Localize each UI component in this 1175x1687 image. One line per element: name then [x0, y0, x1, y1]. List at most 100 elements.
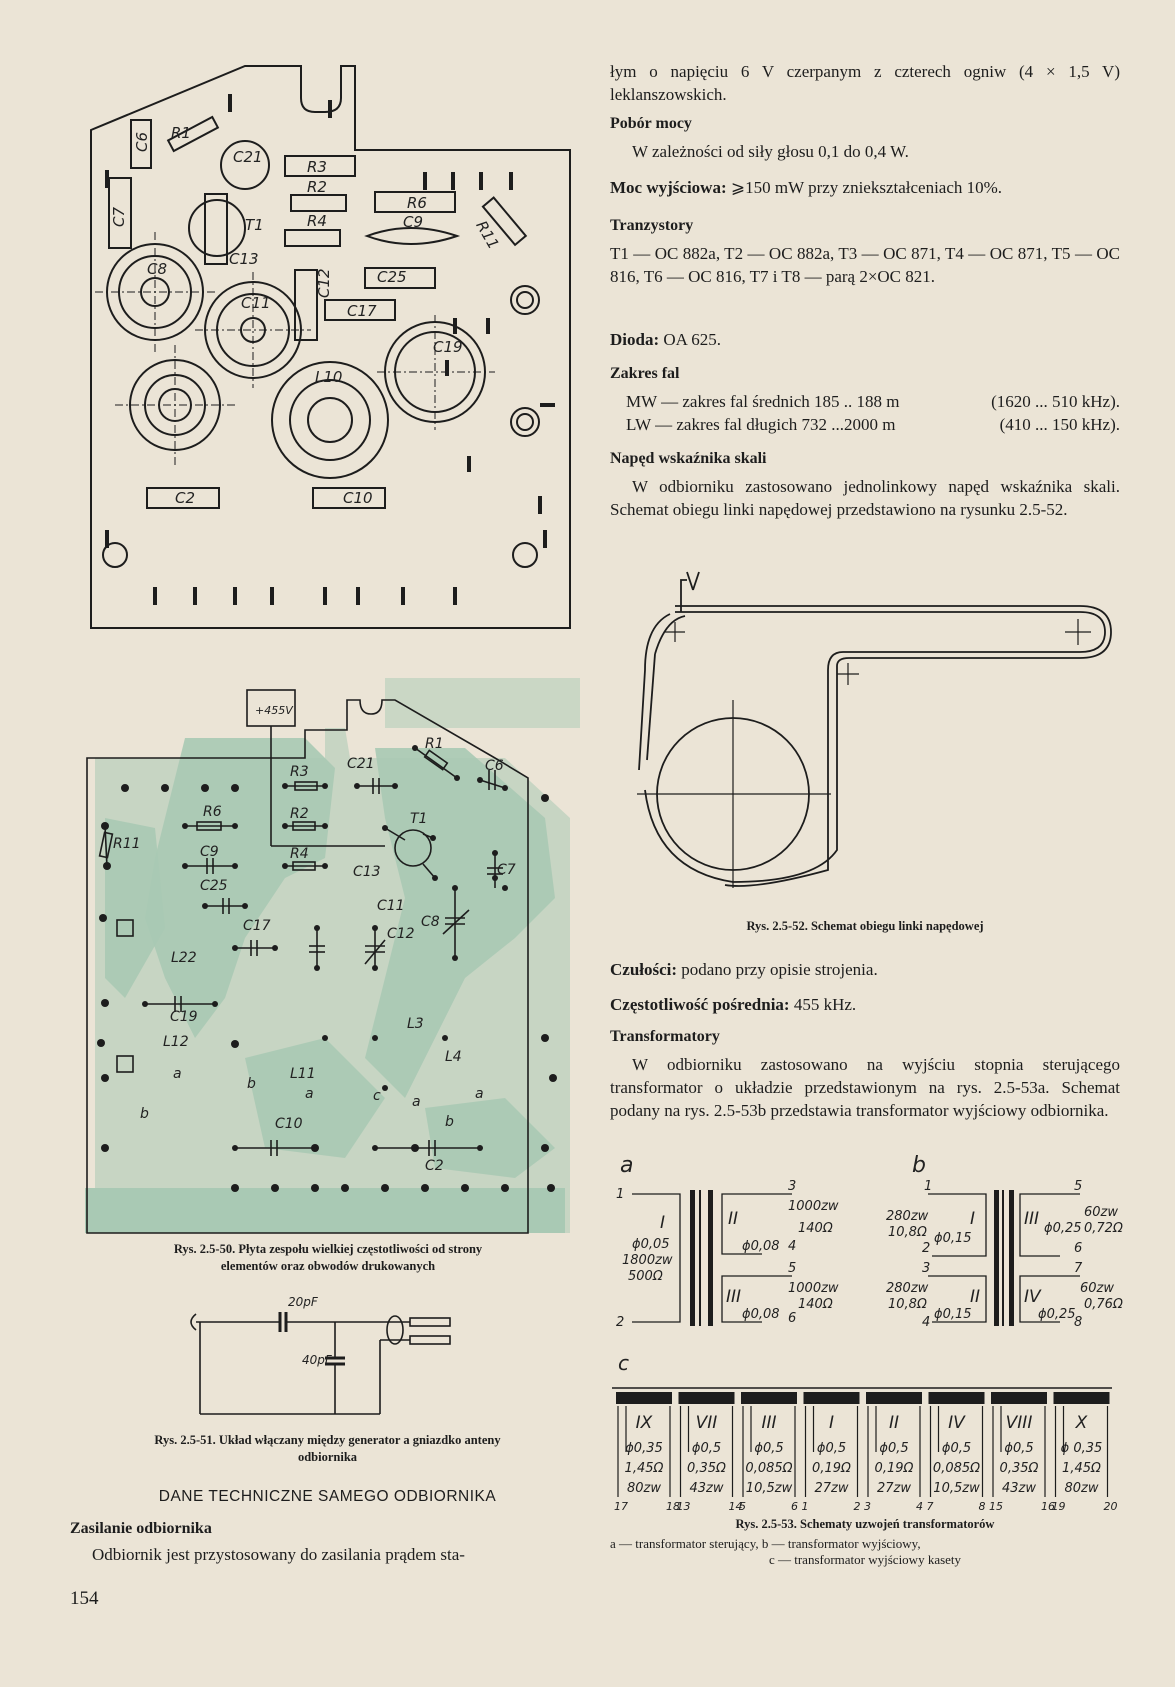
svg-text:C21: C21 — [233, 148, 263, 166]
svg-text:C25: C25 — [377, 268, 407, 286]
mw-right: (1620 ... 510 kHz). — [991, 392, 1120, 411]
fig53b-w1-res: 10,8Ω — [888, 1225, 927, 1240]
svg-text:R11: R11 — [472, 218, 502, 253]
svg-text:C19: C19 — [433, 338, 463, 356]
fig53a-pin-2: 2 — [616, 1315, 624, 1330]
winding-wire: ϕ0,5 — [817, 1441, 846, 1456]
svg-text:C12: C12 — [387, 926, 415, 942]
svg-text:b: b — [445, 1114, 454, 1130]
lw-right: (410 ... 150 kHz). — [999, 415, 1120, 434]
winding-core-bar — [803, 1392, 860, 1404]
figure-2-5-50-printed-circuit: +455V — [85, 678, 580, 1234]
winding-name: IV — [948, 1413, 966, 1433]
winding-outline — [929, 1406, 984, 1497]
fig53a-label: a — [620, 1153, 633, 1178]
svg-text:a: a — [305, 1086, 314, 1102]
winding-turns: 27zw — [877, 1481, 911, 1496]
caption-line-1: Rys. 2.5-51. Układ włączany między gener… — [154, 1433, 501, 1447]
czest-line: Częstotliwość pośrednia: 455 kHz. — [610, 993, 856, 1016]
fig53b-pin-7: 7 — [1074, 1261, 1083, 1276]
svg-text:C9: C9 — [200, 844, 219, 860]
svg-text:C10: C10 — [275, 1116, 303, 1132]
svg-text:C17: C17 — [243, 918, 271, 934]
caption-line-2: odbiornika — [297, 1450, 358, 1464]
legend-line-2: c — transformator wyjściowy kasety — [768, 1552, 962, 1567]
fig53a-w1-turns: 1800zw — [622, 1253, 673, 1268]
lw-left: LW — zakres fal długich 732 ...2000 m — [626, 415, 896, 434]
winding-name: III — [761, 1413, 776, 1433]
caption-line-2: elementów oraz obwodów drukowanych — [220, 1259, 436, 1273]
winding-resistance: 0,19Ω — [812, 1461, 851, 1476]
svg-text:L22: L22 — [171, 950, 197, 966]
pobor-heading: Pobór mocy — [610, 115, 692, 132]
winding-outline — [992, 1406, 1046, 1497]
svg-text:R11: R11 — [113, 836, 141, 852]
svg-text:C6: C6 — [485, 758, 504, 774]
winding-wire: ϕ0,5 — [942, 1441, 971, 1456]
fig53b-w3: III — [1024, 1209, 1039, 1229]
svg-text:L4: L4 — [445, 1049, 462, 1065]
svg-text:R6: R6 — [407, 194, 427, 212]
mw-line: MW — zakres fal średnich 185 .. 188 m (1… — [626, 390, 1120, 413]
winding-pin: 4 — [916, 1500, 923, 1510]
svg-text:L10: L10 — [315, 368, 342, 386]
winding-pin: 1 — [802, 1500, 809, 1510]
winding-turns: 43zw — [690, 1481, 724, 1496]
winding-name: II — [889, 1413, 899, 1433]
svg-text:c: c — [373, 1088, 381, 1104]
winding-resistance: 0,35Ω — [1000, 1461, 1039, 1476]
fig53a-pin-3: 3 — [788, 1179, 796, 1194]
winding-pin: 15 — [989, 1500, 1003, 1510]
dioda-line: Dioda: OA 625. — [610, 328, 721, 351]
winding-turns: 43zw — [1002, 1481, 1036, 1496]
svg-text:C6: C6 — [133, 132, 151, 152]
dioda-text: OA 625. — [663, 330, 721, 349]
fig53a-pin-4: 4 — [788, 1239, 796, 1254]
fig53b-pin-4: 4 — [922, 1315, 930, 1330]
svg-text:C8: C8 — [147, 260, 167, 278]
svg-text:C7: C7 — [110, 207, 128, 227]
fig53b-label: b — [912, 1153, 926, 1178]
svg-text:R6: R6 — [203, 804, 222, 820]
svg-text:C19: C19 — [170, 1009, 198, 1025]
mw-left: MW — zakres fal średnich 185 .. 188 m — [626, 392, 900, 411]
fig53b-w3-res: 0,72Ω — [1084, 1221, 1123, 1236]
figure-2-5-50-caption: Rys. 2.5-50. Płyta zespołu wielkiej częs… — [78, 1241, 578, 1275]
svg-text:C11: C11 — [241, 294, 271, 312]
figure-2-5-53-caption: Rys. 2.5-53. Schematy uzwojeń transforma… — [735, 1517, 995, 1531]
lw-line: LW — zakres fal długich 732 ...2000 m (4… — [626, 413, 1120, 436]
winding-pin: 8 — [979, 1500, 986, 1510]
svg-text:R3: R3 — [290, 764, 309, 780]
winding-turns: 10,5zw — [933, 1481, 980, 1496]
svg-text:C8: C8 — [421, 914, 440, 930]
fig53a-w3: III — [726, 1287, 741, 1307]
svg-text:40pF: 40pF — [302, 1353, 333, 1367]
winding-outline — [617, 1406, 671, 1497]
intro-text: łym o napięciu 6 V czerpanym z czterech … — [610, 62, 1120, 104]
czest-text: 455 kHz. — [793, 995, 857, 1014]
fig53a-pin-6: 6 — [788, 1311, 796, 1326]
fig53a-w1-wire: ϕ0,05 — [632, 1237, 670, 1252]
fig53a-pin-1: 1 — [616, 1187, 624, 1202]
winding-pin: 16 — [1041, 1500, 1055, 1510]
pobor-text: W zależności od siły głosu 0,1 do 0,4 W. — [632, 142, 909, 161]
winding-name: VII — [696, 1413, 718, 1433]
svg-text:L11: L11 — [290, 1066, 316, 1082]
fig53b-w2-turns: 280zw — [886, 1281, 929, 1296]
svg-text:b: b — [140, 1106, 149, 1122]
fig53a-w3-res: 140Ω — [798, 1297, 833, 1312]
winding-name: IX — [636, 1413, 653, 1433]
svg-text:C10: C10 — [343, 489, 373, 507]
winding-core-bar — [1053, 1392, 1110, 1404]
winding-pin: 5 — [739, 1500, 746, 1510]
section-title: DANE TECHNICZNE SAMEGO ODBIORNIKA — [158, 1488, 497, 1505]
winding-pin: 19 — [1052, 1500, 1066, 1510]
winding-wire: ϕ0,5 — [692, 1441, 721, 1456]
winding-outline — [867, 1406, 921, 1497]
winding-resistance: 0,19Ω — [875, 1461, 914, 1476]
fig53a-w2-res: 140Ω — [798, 1221, 833, 1236]
winding-wire: ϕ0,5 — [754, 1441, 783, 1456]
fig53b-w1-wire: ϕ0,15 — [934, 1231, 972, 1246]
moc-label: Moc wyjściowa: — [610, 178, 727, 197]
